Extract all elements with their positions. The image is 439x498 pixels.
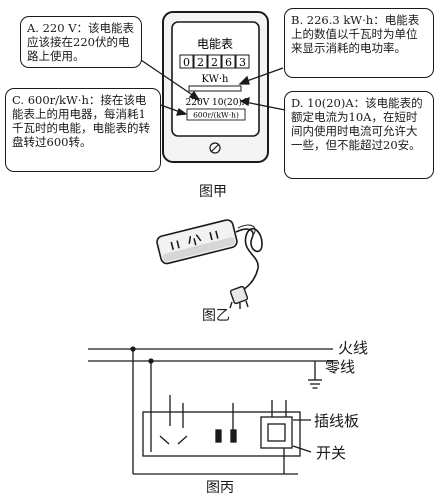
meter-digit: 3 <box>239 56 246 69</box>
energy-meter: 0 2 2 6 3 电能表 KW·h 220V 10(20)A 600r/(kW… <box>162 11 269 163</box>
neutral-wire-label: 零线 <box>325 358 356 376</box>
power-strip-box <box>142 411 301 457</box>
switch-inner <box>267 423 286 442</box>
circuit-diagram <box>88 346 333 475</box>
switch-label: 开关 <box>316 444 347 462</box>
callout-c: C. 600r/kW·h：接在该电能表上的用电器，每消耗1千瓦时的电能，电能表的… <box>5 88 161 172</box>
meter-unit: KW·h <box>201 74 229 85</box>
meter-digit: 6 <box>225 56 232 69</box>
caption-yi: 图乙 <box>202 308 230 324</box>
meter-rating: 220V 10(20)A <box>186 97 249 108</box>
meter-constant: 600r/(kW·h) <box>193 111 239 120</box>
callout-b: B. 226.3 kW·h：电能表上的数值以千瓦时为单位来显示消耗的电功率。 <box>284 8 434 78</box>
power-strip-image <box>156 219 263 309</box>
meter-digit: 2 <box>197 56 204 69</box>
meter-digit: 0 <box>183 56 190 69</box>
callout-a: A. 220 V：该电能表应该接在220伏的电路上使用。 <box>20 16 142 68</box>
switch-outer <box>260 416 293 449</box>
meter-disc-window <box>188 85 242 92</box>
caption-jia: 图甲 <box>199 184 227 200</box>
meter-digit: 2 <box>211 56 218 69</box>
power-strip-label: 插线板 <box>314 412 360 430</box>
live-wire-label: 火线 <box>338 339 369 357</box>
meter-digit-boxes <box>179 54 250 69</box>
meter-title: 电能表 <box>197 37 233 51</box>
caption-bing: 图丙 <box>206 480 234 496</box>
callout-d: D. 10(20)A：该电能表的额定电流为10A，在短时间内使用时电流可允许大一… <box>284 91 434 179</box>
